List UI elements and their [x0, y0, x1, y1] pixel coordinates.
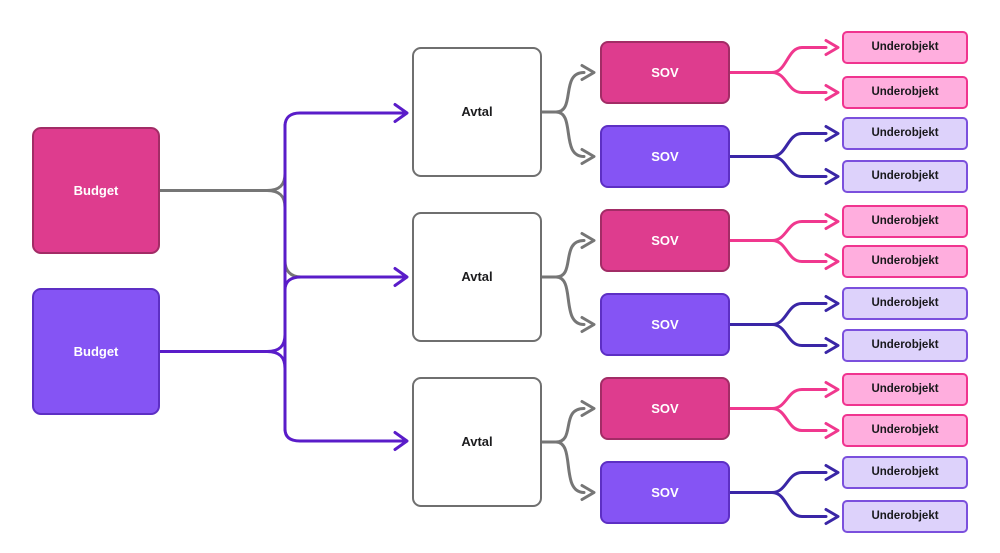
- budget-label: Budget: [73, 182, 119, 198]
- sov-node-5[interactable]: SOV: [600, 377, 730, 440]
- underobjekt-label: Underobjekt: [871, 214, 939, 227]
- edge-sov1-underobjekt: [728, 39, 840, 101]
- sov-label: SOV: [651, 64, 679, 80]
- edge-sov3-underobjekt: [728, 213, 840, 270]
- sov-label: SOV: [651, 316, 679, 332]
- sov-label: SOV: [651, 400, 679, 416]
- arrowhead: [824, 295, 840, 312]
- avtal-node-2[interactable]: Avtal: [412, 212, 542, 342]
- arrowhead: [824, 39, 840, 56]
- arrowhead: [824, 464, 840, 481]
- arrowhead: [824, 508, 840, 525]
- underobjekt-label: Underobjekt: [871, 254, 939, 267]
- arrowhead: [824, 422, 840, 439]
- underobjekt-label: Underobjekt: [871, 382, 939, 395]
- edge-sov5-underobjekt: [728, 381, 840, 439]
- sov-node-4[interactable]: SOV: [600, 293, 730, 356]
- sov-label: SOV: [651, 148, 679, 164]
- edge-avtal1-sov: [540, 64, 596, 165]
- underobjekt-label: Underobjekt: [871, 169, 939, 182]
- edge-avtal3-sov: [540, 400, 596, 501]
- underobjekt-node-10[interactable]: Underobjekt: [842, 414, 968, 447]
- underobjekt-node-3[interactable]: Underobjekt: [842, 117, 968, 150]
- underobjekt-label: Underobjekt: [871, 296, 939, 309]
- sov-node-3[interactable]: SOV: [600, 209, 730, 272]
- edge-budget1-trunk: [158, 172, 303, 279]
- edge-avtal2-sov: [540, 232, 596, 333]
- arrowhead: [824, 213, 840, 230]
- underobjekt-node-2[interactable]: Underobjekt: [842, 76, 968, 109]
- underobjekt-label: Underobjekt: [871, 40, 939, 53]
- sov-node-1[interactable]: SOV: [600, 41, 730, 104]
- arrowhead: [824, 253, 840, 270]
- underobjekt-node-11[interactable]: Underobjekt: [842, 456, 968, 489]
- avtal-node-1[interactable]: Avtal: [412, 47, 542, 177]
- budget-node-1[interactable]: Budget: [32, 127, 160, 254]
- arrowhead: [824, 168, 840, 185]
- underobjekt-label: Underobjekt: [871, 465, 939, 478]
- underobjekt-label: Underobjekt: [871, 509, 939, 522]
- arrowhead: [824, 381, 840, 398]
- arrowhead: [393, 267, 409, 287]
- arrowhead: [824, 125, 840, 142]
- sov-node-2[interactable]: SOV: [600, 125, 730, 188]
- edge-sov4-underobjekt: [728, 295, 840, 354]
- arrowhead: [580, 232, 596, 249]
- avtal-label: Avtal: [461, 434, 493, 450]
- underobjekt-node-7[interactable]: Underobjekt: [842, 287, 968, 320]
- underobjekt-label: Underobjekt: [871, 338, 939, 351]
- sov-label: SOV: [651, 484, 679, 500]
- avtal-node-3[interactable]: Avtal: [412, 377, 542, 507]
- underobjekt-label: Underobjekt: [871, 423, 939, 436]
- arrowhead: [580, 316, 596, 333]
- arrowhead: [393, 103, 409, 123]
- underobjekt-node-5[interactable]: Underobjekt: [842, 205, 968, 238]
- underobjekt-node-12[interactable]: Underobjekt: [842, 500, 968, 533]
- sov-node-6[interactable]: SOV: [600, 461, 730, 524]
- edge-sov6-underobjekt: [728, 464, 840, 525]
- underobjekt-node-6[interactable]: Underobjekt: [842, 245, 968, 278]
- budget-node-2[interactable]: Budget: [32, 288, 160, 415]
- underobjekt-label: Underobjekt: [871, 85, 939, 98]
- avtal-label: Avtal: [461, 104, 493, 120]
- underobjekt-node-4[interactable]: Underobjekt: [842, 160, 968, 193]
- arrowhead: [580, 148, 596, 165]
- sov-label: SOV: [651, 232, 679, 248]
- arrowhead: [824, 337, 840, 354]
- budget-label: Budget: [73, 343, 119, 359]
- edge-sov2-underobjekt: [728, 125, 840, 185]
- underobjekt-node-1[interactable]: Underobjekt: [842, 31, 968, 64]
- edge-budget2-trunk: [158, 333, 287, 370]
- edge-trunk-avtal: [283, 103, 409, 451]
- underobjekt-label: Underobjekt: [871, 126, 939, 139]
- arrowhead: [580, 64, 596, 81]
- underobjekt-node-8[interactable]: Underobjekt: [842, 329, 968, 362]
- arrowhead: [393, 431, 409, 451]
- arrowhead: [824, 84, 840, 101]
- arrowhead: [580, 400, 596, 417]
- underobjekt-node-9[interactable]: Underobjekt: [842, 373, 968, 406]
- arrowhead: [580, 484, 596, 501]
- avtal-label: Avtal: [461, 269, 493, 285]
